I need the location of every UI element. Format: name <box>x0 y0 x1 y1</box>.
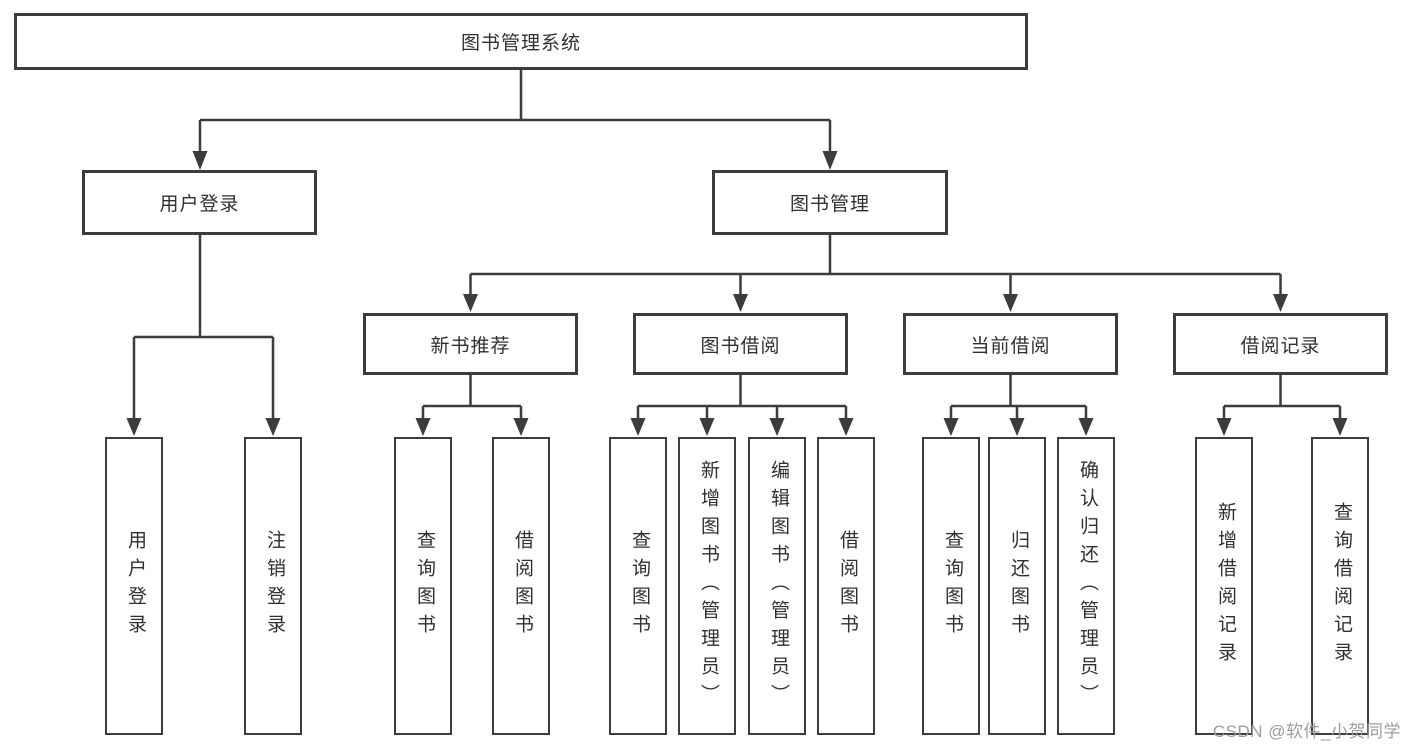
node-current-borrow: 当前借阅 <box>903 313 1118 375</box>
arrow-down-icon <box>733 294 748 312</box>
node-new-book-recommend: 新书推荐 <box>363 313 578 375</box>
arrow-down-icon <box>1332 418 1348 436</box>
node-book-borrow: 图书借阅 <box>633 313 848 375</box>
arrowheads <box>126 151 1348 436</box>
connector-user-login-children <box>132 235 275 419</box>
arrow-down-icon <box>699 418 715 436</box>
leaf-query-books-borrow: 查询图书 <box>609 437 667 735</box>
arrow-down-icon <box>192 151 208 170</box>
node-borrow-records: 借阅记录 <box>1173 313 1388 375</box>
leaf-edit-book-admin: 编辑图书（管理员） <box>748 437 806 735</box>
arrow-down-icon <box>265 418 281 436</box>
connector-root-to-level2 <box>198 70 832 152</box>
arrow-down-icon <box>1216 418 1232 436</box>
connector-borrow-records-children <box>1222 374 1342 419</box>
arrow-down-icon <box>126 418 142 436</box>
arrow-down-icon <box>1273 294 1288 312</box>
leaf-add-borrow-record: 新增借阅记录 <box>1195 437 1253 735</box>
leaf-user-login: 用户登录 <box>105 437 163 735</box>
arrow-down-icon <box>943 418 959 436</box>
leaf-query-borrow-record: 查询借阅记录 <box>1311 437 1369 735</box>
csdn-watermark: CSDN @软件_小贺同学 <box>1212 722 1401 741</box>
arrow-down-icon <box>822 151 838 170</box>
leaf-return-books: 归还图书 <box>988 437 1046 735</box>
arrow-down-icon <box>838 418 854 436</box>
node-user-login: 用户登录 <box>82 170 317 235</box>
leaf-borrow-books-recommend: 借阅图书 <box>492 437 550 735</box>
leaf-logout: 注销登录 <box>244 437 302 735</box>
arrow-down-icon <box>630 418 646 436</box>
leaf-query-books-current: 查询图书 <box>922 437 980 735</box>
node-book-management: 图书管理 <box>712 170 948 235</box>
arrow-down-icon <box>769 418 785 436</box>
arrow-down-icon <box>463 294 478 312</box>
connector-book-management-children <box>469 235 1282 295</box>
connector-current-borrow-children <box>949 374 1088 419</box>
arrow-down-icon <box>1009 418 1025 436</box>
connector-new-book-recommend-children <box>421 374 523 419</box>
leaf-add-book-admin: 新增图书（管理员） <box>678 437 736 735</box>
connector-book-borrow-children <box>636 374 848 419</box>
arrow-down-icon <box>513 418 529 436</box>
leaf-query-books-recommend: 查询图书 <box>394 437 452 735</box>
leaf-confirm-return-admin: 确认归还（管理员） <box>1057 437 1115 735</box>
node-library-management-system: 图书管理系统 <box>14 13 1028 70</box>
leaf-borrow-books: 借阅图书 <box>817 437 875 735</box>
arrow-down-icon <box>1003 294 1018 312</box>
arrow-down-icon <box>1078 418 1094 436</box>
arrow-down-icon <box>415 418 431 436</box>
